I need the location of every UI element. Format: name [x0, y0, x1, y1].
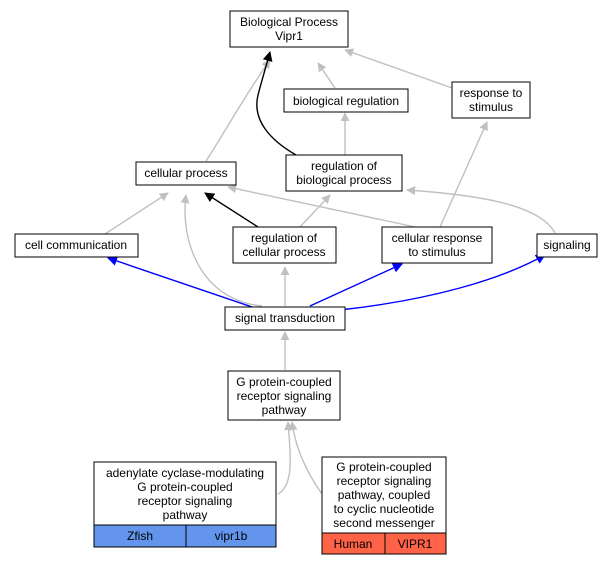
edge-adenylate-to-gpcr — [277, 421, 294, 495]
node-label: pathway, coupled — [338, 488, 431, 502]
node-gpcr-cyclic-nucleotide-second-messenger[interactable]: G protein-coupled receptor signaling pat… — [321, 456, 447, 555]
edge-cell-resp-to-cell-proc — [227, 184, 421, 229]
node-regulation-of-cellular-process[interactable]: regulation of cellular process — [232, 226, 337, 264]
node-cellular-response-to-stimulus[interactable]: cellular response to stimulus — [381, 226, 493, 264]
edge-resp-stim-to-bp — [344, 48, 456, 90]
node-label: adenylate cyclase-modulating — [106, 466, 264, 480]
node-label: stimulus — [469, 100, 513, 114]
node-label: pathway — [262, 403, 307, 417]
node-label: to stimulus — [408, 245, 465, 259]
node-label: signal transduction — [235, 311, 335, 325]
edge-signaling-to-reg-bio — [406, 186, 556, 234]
node-label: pathway — [163, 508, 208, 522]
edge-cell-proc-to-bp — [205, 59, 271, 162]
node-biological-process-vipr1[interactable]: Biological Process Vipr1 — [229, 10, 349, 48]
node-label: receptor signaling — [237, 389, 332, 403]
edge-reg-bio-to-bp — [256, 51, 297, 156]
node-label: receptor signaling — [138, 494, 233, 508]
node-label: cellular response — [392, 231, 483, 245]
node-label: regulation of — [251, 231, 318, 245]
node-label: receptor signaling — [337, 474, 432, 488]
species-label: Human — [334, 537, 373, 551]
node-cell-communication[interactable]: cell communication — [14, 233, 139, 258]
node-cellular-process[interactable]: cellular process — [135, 161, 237, 186]
edge-cell-comm-to-cell-proc — [104, 192, 169, 235]
node-label: G protein-coupled — [336, 460, 431, 474]
edge-sig-trans-to-signaling — [339, 254, 546, 311]
edge-sig-trans-to-cell-proc — [180, 194, 263, 307]
node-label: second messenger — [333, 516, 434, 530]
edge-sig-trans-to-cell-resp — [309, 263, 403, 307]
edge-bio-reg-to-bp — [317, 62, 336, 89]
node-regulation-of-biological-process[interactable]: regulation of biological process — [285, 154, 403, 192]
edge-sig-trans-to-cell-comm — [107, 256, 259, 310]
edge-cell-resp-to-resp-stim — [439, 121, 488, 228]
gene-label: vipr1b — [215, 529, 248, 543]
node-adenylate-cyclase-modulating-gpcr[interactable]: adenylate cyclase-modulating G protein-c… — [93, 461, 277, 548]
node-label: regulation of — [311, 159, 378, 173]
node-label: biological process — [296, 173, 391, 187]
node-signal-transduction[interactable]: signal transduction — [224, 306, 346, 331]
edge-gpcr-cyclic-to-gpcr — [288, 421, 323, 495]
node-label: response to — [460, 86, 523, 100]
annotation-human: Human VIPR1 — [321, 532, 447, 555]
annotation-zfish: Zfish vipr1b — [93, 524, 277, 548]
edge-reg-cell-to-cell-proc — [204, 192, 259, 228]
node-label: Vipr1 — [275, 29, 303, 43]
gene-label: VIPR1 — [398, 537, 433, 551]
node-gpcr-signaling-pathway[interactable]: G protein-coupled receptor signaling pat… — [227, 370, 341, 421]
node-label: cell communication — [25, 238, 127, 252]
node-label: biological regulation — [293, 94, 399, 108]
node-label: G protein-coupled — [236, 375, 331, 389]
edge-reg-cell-to-reg-bio — [299, 194, 331, 228]
species-label: Zfish — [127, 529, 153, 543]
node-signaling[interactable]: signaling — [536, 233, 598, 258]
node-label: cellular process — [144, 166, 227, 180]
node-response-to-stimulus[interactable]: response to stimulus — [451, 81, 531, 119]
node-label: to cyclic nucleotide — [334, 502, 435, 516]
node-label: Biological Process — [240, 15, 338, 29]
node-biological-regulation[interactable]: biological regulation — [283, 88, 409, 113]
node-label: cellular process — [242, 245, 325, 259]
node-label: signaling — [543, 238, 590, 252]
node-label: G protein-coupled — [137, 480, 232, 494]
